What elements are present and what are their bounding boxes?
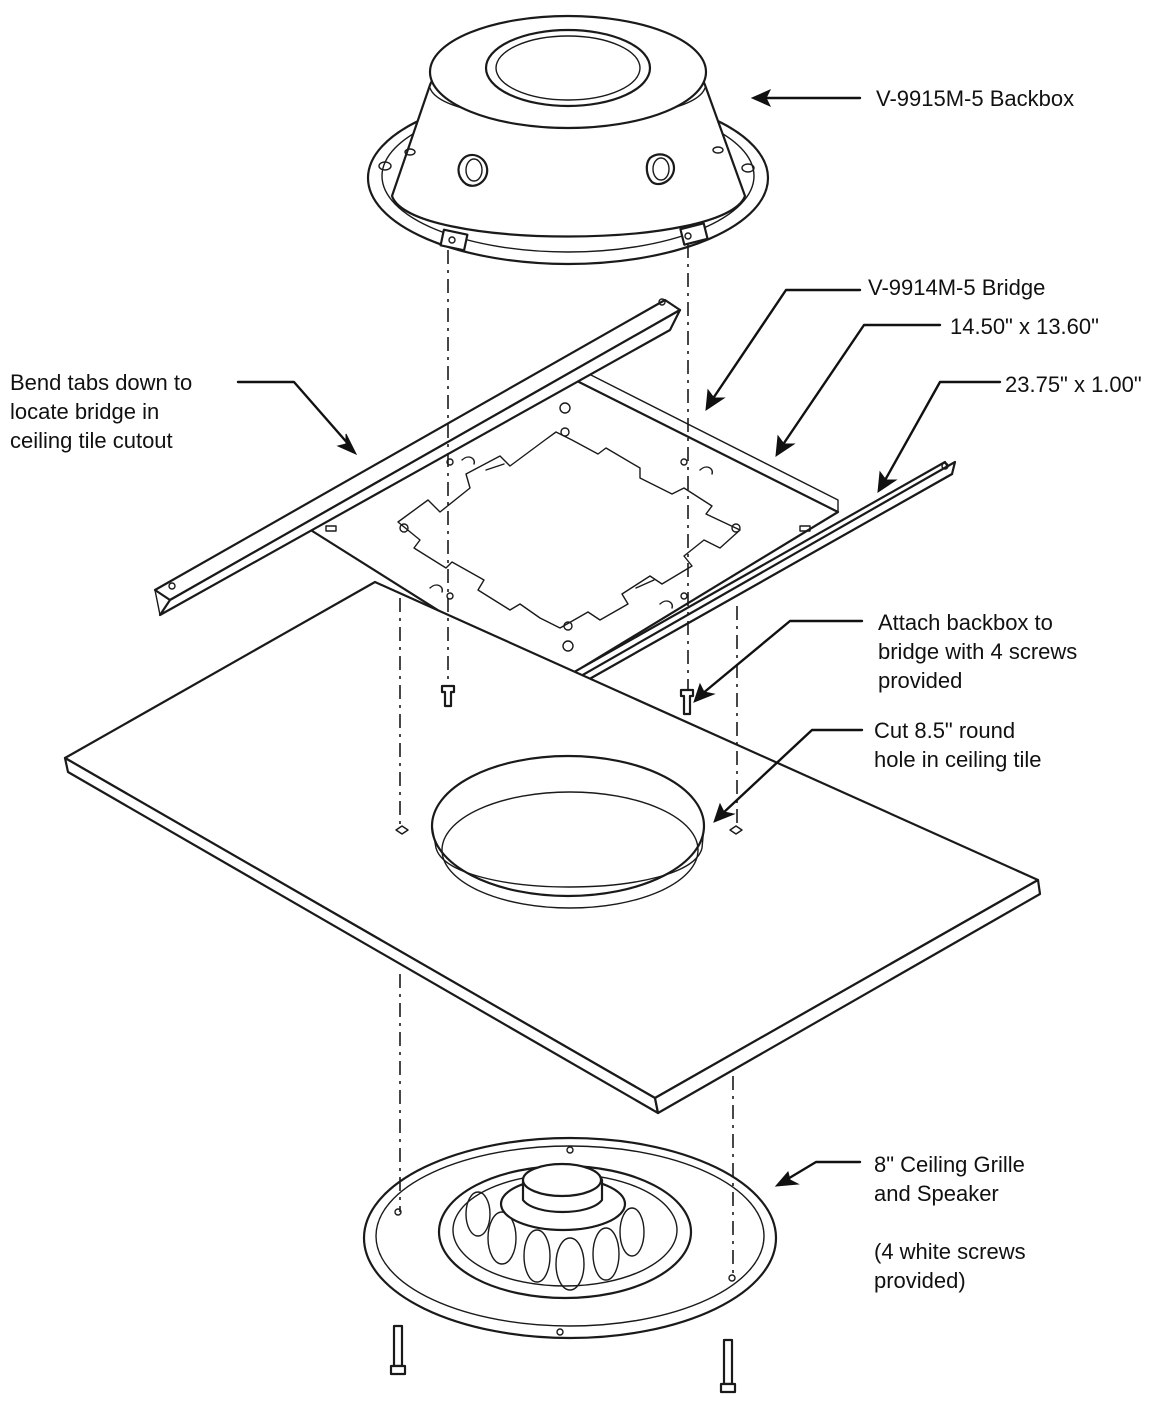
left-rail-drawing bbox=[153, 298, 682, 617]
grille-speaker-drawing bbox=[362, 1136, 778, 1340]
callout-arrows bbox=[236, 88, 1002, 1187]
rail-size-label: 23.75" x 1.00" bbox=[1005, 372, 1142, 397]
bridge-size-label: 14.50" x 13.60" bbox=[950, 314, 1099, 339]
attach-backbox-label: Attach backbox to bridge with 4 screws p… bbox=[878, 610, 1078, 693]
ceiling-tile-drawing bbox=[63, 580, 1042, 1115]
alignment-lines bbox=[399, 244, 738, 1278]
backbox-drawing bbox=[366, 14, 770, 266]
white-screws-label: (4 white screws provided) bbox=[874, 1239, 1026, 1293]
grille-label: 8" Ceiling Grille and Speaker bbox=[874, 1152, 1025, 1206]
cut-hole-label: Cut 8.5" round hole in ceiling tile bbox=[874, 718, 1042, 772]
bridge-label: V-9914M-5 Bridge bbox=[868, 275, 1046, 300]
bend-tabs-label: Bend tabs down to locate bridge in ceili… bbox=[10, 370, 193, 453]
backbox-label: V-9915M-5 Backbox bbox=[876, 86, 1075, 111]
screws bbox=[389, 684, 737, 1394]
